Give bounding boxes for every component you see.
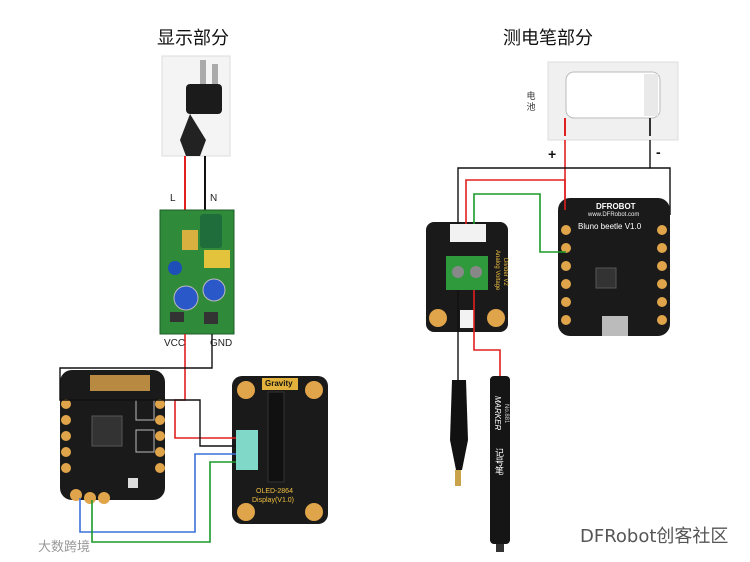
ac-dc-module	[159, 209, 235, 335]
probe-signal-wire	[473, 290, 501, 380]
dfrobot-logo: DFROBOT	[596, 202, 636, 211]
divider-signal-wire	[473, 193, 566, 253]
scl-wire	[91, 461, 236, 543]
oled-display-board	[232, 376, 328, 524]
vcc-wire	[174, 334, 236, 439]
marker-pen	[490, 376, 510, 552]
oled-label-2: Display(V1.0)	[252, 497, 295, 504]
watermark-left: 大数跨境	[38, 540, 91, 555]
pen-marker: MARKER	[493, 396, 502, 431]
beetle-name: Bluno beetle V1.0	[578, 222, 642, 231]
live-label: L	[170, 193, 176, 204]
pen-brand: 记号笔	[494, 448, 504, 475]
sda-wire	[79, 453, 236, 533]
power-plug-photo	[161, 55, 231, 157]
vcc-label: VCC	[164, 338, 186, 349]
display-section-title: 显示部分	[157, 28, 229, 49]
divider-name: Analog Voltage	[494, 250, 500, 291]
dfrobot-url: www.DFRobot.com	[588, 212, 640, 218]
battery-negative-wire	[649, 140, 671, 215]
voltage-divider-board	[426, 222, 508, 332]
gravity-label: Gravity	[265, 379, 293, 388]
plus-sign: +	[548, 146, 557, 162]
oled-label: OLED-2864	[256, 488, 293, 495]
alligator-clip	[450, 380, 468, 486]
battery-label: 电池	[526, 92, 536, 113]
gnd-label: GND	[210, 338, 233, 349]
wifi-controller-board	[60, 370, 165, 504]
gnd-wire	[59, 334, 236, 447]
watermark-right: DFRobot创客社区	[580, 526, 729, 547]
bluno-beetle-board	[558, 198, 670, 336]
minus-sign: -	[656, 144, 661, 160]
neutral-label: N	[210, 193, 218, 204]
divider-name-2: Divider V2	[502, 258, 508, 286]
pen-model: No.881	[503, 404, 509, 424]
divider-vcc-wire	[465, 179, 566, 224]
divider-gnd-wire	[457, 167, 650, 224]
battery-photo	[547, 61, 679, 141]
tester-section-title: 测电笔部分	[503, 28, 593, 49]
